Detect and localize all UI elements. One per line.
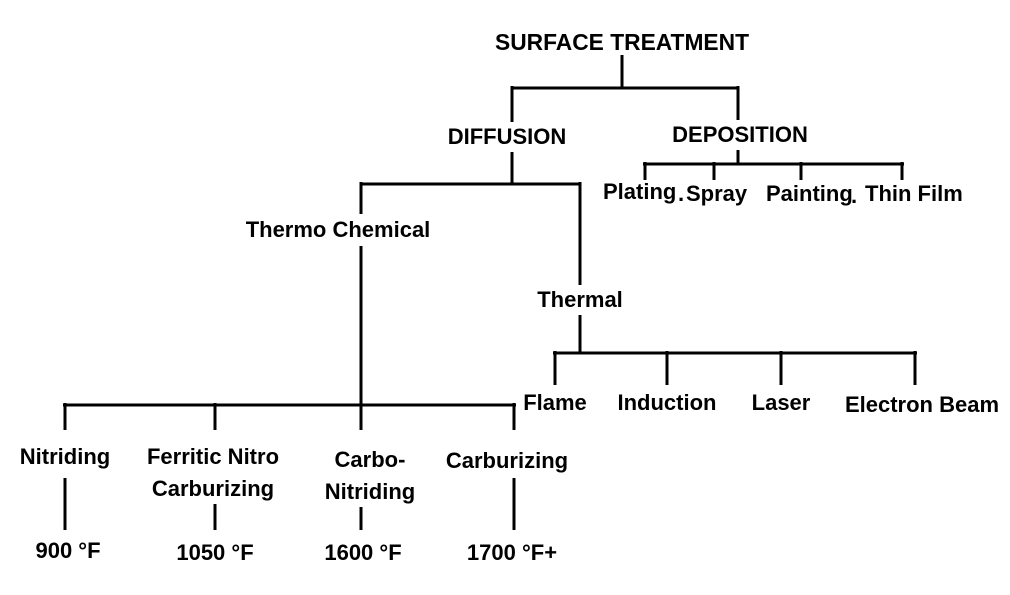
temperature-carburizing: 1700 °F+ bbox=[467, 540, 557, 565]
diffusion-label: DIFFUSION bbox=[448, 124, 567, 149]
process-nitriding-label: Nitriding bbox=[20, 444, 110, 469]
connector-lines bbox=[63, 55, 917, 530]
labels: SURFACE TREATMENT DIFFUSION DEPOSITION P… bbox=[20, 29, 999, 565]
thermal-label: Thermal bbox=[537, 287, 623, 312]
thermal-item-induction: Induction bbox=[618, 390, 717, 415]
deposition-label: DEPOSITION bbox=[672, 122, 808, 147]
deposition-separator-1: . bbox=[678, 181, 684, 206]
temperature-carbo-nitriding: 1600 °F bbox=[324, 540, 401, 565]
process-ferritic-nitro-label-line1: Ferritic Nitro bbox=[147, 444, 279, 469]
process-ferritic-nitro-label-line2: Carburizing bbox=[152, 476, 274, 501]
thermal-item-flame: Flame bbox=[523, 390, 587, 415]
thermo-chemical-label: Thermo Chemical bbox=[246, 217, 431, 242]
temperature-ferritic-nitro: 1050 °F bbox=[176, 540, 253, 565]
thermal-item-electron-beam: Electron Beam bbox=[845, 392, 999, 417]
deposition-item-spray: Spray bbox=[686, 181, 748, 206]
root-label: SURFACE TREATMENT bbox=[495, 29, 749, 55]
temperature-nitriding: 900 °F bbox=[35, 538, 100, 563]
process-carbo-nitriding-label-line1: Carbo- bbox=[335, 447, 406, 472]
deposition-item-thin-film: Thin Film bbox=[865, 181, 963, 206]
deposition-item-plating: Plating bbox=[603, 179, 676, 204]
process-carbo-nitriding-label-line2: Nitriding bbox=[325, 479, 415, 504]
deposition-separator-2: . bbox=[851, 183, 857, 208]
thermal-item-laser: Laser bbox=[752, 390, 811, 415]
process-carburizing-label: Carburizing bbox=[446, 448, 568, 473]
deposition-item-painting: Painting bbox=[766, 181, 853, 206]
